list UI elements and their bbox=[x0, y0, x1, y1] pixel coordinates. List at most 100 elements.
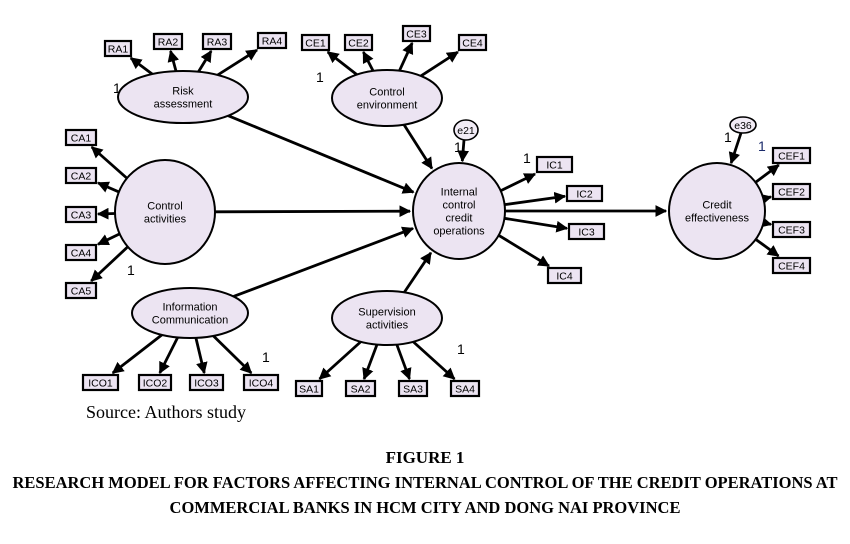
figure-caption: RESEARCH MODEL FOR FACTORS AFFECTING INT… bbox=[12, 473, 838, 517]
indicator-box-CE3 bbox=[401, 24, 432, 43]
indicator-box-CEF2 bbox=[771, 182, 812, 201]
indicator-label-RA1: RA1 bbox=[108, 44, 129, 56]
indicator-label-IC2: IC2 bbox=[576, 189, 593, 201]
indicator-box-ICO3 bbox=[188, 373, 225, 392]
indicator-box-CA1 bbox=[64, 128, 98, 147]
indicator-label-SA2: SA2 bbox=[351, 384, 371, 396]
loading-IC2 bbox=[504, 191, 567, 207]
indicator-label-CE3: CE3 bbox=[406, 29, 427, 41]
path-supervision-to-icco bbox=[403, 251, 433, 294]
indicator-box-IC3 bbox=[567, 222, 606, 241]
construct-supervision bbox=[331, 290, 443, 346]
error-path-e36 bbox=[728, 132, 743, 165]
construct-control_env bbox=[331, 69, 443, 127]
error-label-e21: e21 bbox=[457, 125, 475, 137]
indicator-box-RA2 bbox=[152, 32, 184, 51]
indicator-box-IC4 bbox=[546, 266, 583, 285]
construct-icco bbox=[412, 162, 506, 260]
construct-risk bbox=[117, 70, 249, 124]
error-path-e21 bbox=[457, 139, 469, 163]
indicator-label-CA4: CA4 bbox=[71, 248, 92, 260]
indicator-label-CEF3: CEF3 bbox=[778, 225, 805, 237]
fixed-weight-supervision: 1 bbox=[457, 341, 465, 357]
indicator-box-IC2 bbox=[565, 184, 604, 203]
indicator-label-SA4: SA4 bbox=[455, 384, 475, 396]
loading-RA1 bbox=[129, 56, 154, 76]
loading-ICO2 bbox=[158, 336, 179, 375]
indicator-label-IC4: IC4 bbox=[556, 271, 573, 283]
indicator-box-SA2 bbox=[344, 379, 377, 398]
indicator-label-CA3: CA3 bbox=[71, 210, 92, 222]
indicator-box-CEF1 bbox=[771, 146, 812, 165]
loading-IC3 bbox=[504, 216, 569, 233]
fixed-weight-icco: 1 bbox=[523, 150, 531, 166]
loading-CA2 bbox=[96, 181, 120, 194]
fixed-weight-control-env: 1 bbox=[316, 69, 324, 85]
indicator-box-ICO4 bbox=[242, 373, 280, 392]
error-label-e36: e36 bbox=[734, 120, 752, 132]
loading-CA5 bbox=[90, 245, 129, 283]
loading-ICO4 bbox=[212, 334, 253, 375]
loading-SA2 bbox=[362, 344, 379, 381]
indicator-label-CE2: CE2 bbox=[348, 38, 369, 50]
indicator-box-CE4 bbox=[457, 33, 488, 52]
loading-CE2 bbox=[362, 50, 375, 72]
indicator-box-RA3 bbox=[201, 32, 233, 51]
loading-CE4 bbox=[420, 50, 459, 78]
indicator-box-RA1 bbox=[103, 39, 133, 58]
path-control_env-to-icco bbox=[402, 123, 434, 170]
indicator-label-CA1: CA1 bbox=[71, 133, 92, 145]
path-info_comm-to-icco bbox=[233, 226, 415, 298]
indicator-label-ICO1: ICO1 bbox=[88, 378, 113, 390]
indicator-label-ICO3: ICO3 bbox=[194, 378, 219, 390]
loading-SA1 bbox=[318, 340, 362, 381]
loading-IC4 bbox=[497, 234, 550, 268]
indicator-label-CEF1: CEF1 bbox=[778, 151, 805, 163]
loading-CE3 bbox=[398, 41, 414, 72]
indicator-box-CA3 bbox=[64, 205, 98, 224]
error-term-e21 bbox=[453, 119, 479, 141]
indicator-label-IC1: IC1 bbox=[546, 160, 563, 172]
indicator-label-CA5: CA5 bbox=[71, 286, 92, 298]
construct-control_act bbox=[114, 159, 216, 265]
indicator-label-CEF2: CEF2 bbox=[778, 187, 805, 199]
fixed-weight-e21: 1 bbox=[454, 139, 462, 155]
indicator-box-ICO2 bbox=[137, 373, 173, 392]
indicator-box-SA1 bbox=[294, 379, 324, 398]
indicator-label-ICO2: ICO2 bbox=[143, 378, 168, 390]
path-control_act-to-icco bbox=[214, 205, 412, 218]
fixed-weight-credit-eff: 1 bbox=[758, 138, 766, 154]
loading-RA4 bbox=[216, 48, 259, 77]
indicator-box-CEF4 bbox=[771, 256, 812, 275]
loading-CEF1 bbox=[754, 163, 780, 184]
indicator-box-RA4 bbox=[256, 31, 288, 50]
construct-info_comm bbox=[131, 287, 249, 339]
loading-CA1 bbox=[90, 145, 128, 180]
indicator-label-RA3: RA3 bbox=[207, 37, 228, 49]
indicator-box-SA4 bbox=[449, 379, 481, 398]
path-risk-to-icco bbox=[227, 114, 415, 194]
indicator-label-RA2: RA2 bbox=[158, 37, 179, 49]
error-term-e36 bbox=[729, 116, 757, 134]
indicator-label-RA4: RA4 bbox=[262, 36, 283, 48]
loading-CEF2 bbox=[759, 193, 773, 206]
loading-SA4 bbox=[412, 340, 456, 381]
indicator-label-CEF4: CEF4 bbox=[778, 261, 805, 273]
indicator-label-SA1: SA1 bbox=[299, 384, 319, 396]
indicator-label-CA2: CA2 bbox=[71, 171, 92, 183]
indicator-box-CE1 bbox=[300, 33, 331, 52]
indicator-label-IC3: IC3 bbox=[578, 227, 595, 239]
indicator-label-SA3: SA3 bbox=[403, 384, 423, 396]
loading-ICO1 bbox=[111, 333, 163, 375]
fixed-weight-info-comm: 1 bbox=[262, 349, 270, 365]
fixed-weight-risk: 1 bbox=[113, 80, 121, 96]
indicator-box-CA4 bbox=[64, 243, 98, 262]
indicator-box-ICO1 bbox=[81, 373, 120, 392]
loading-RA3 bbox=[197, 49, 213, 73]
indicator-label-ICO4: ICO4 bbox=[249, 378, 274, 390]
